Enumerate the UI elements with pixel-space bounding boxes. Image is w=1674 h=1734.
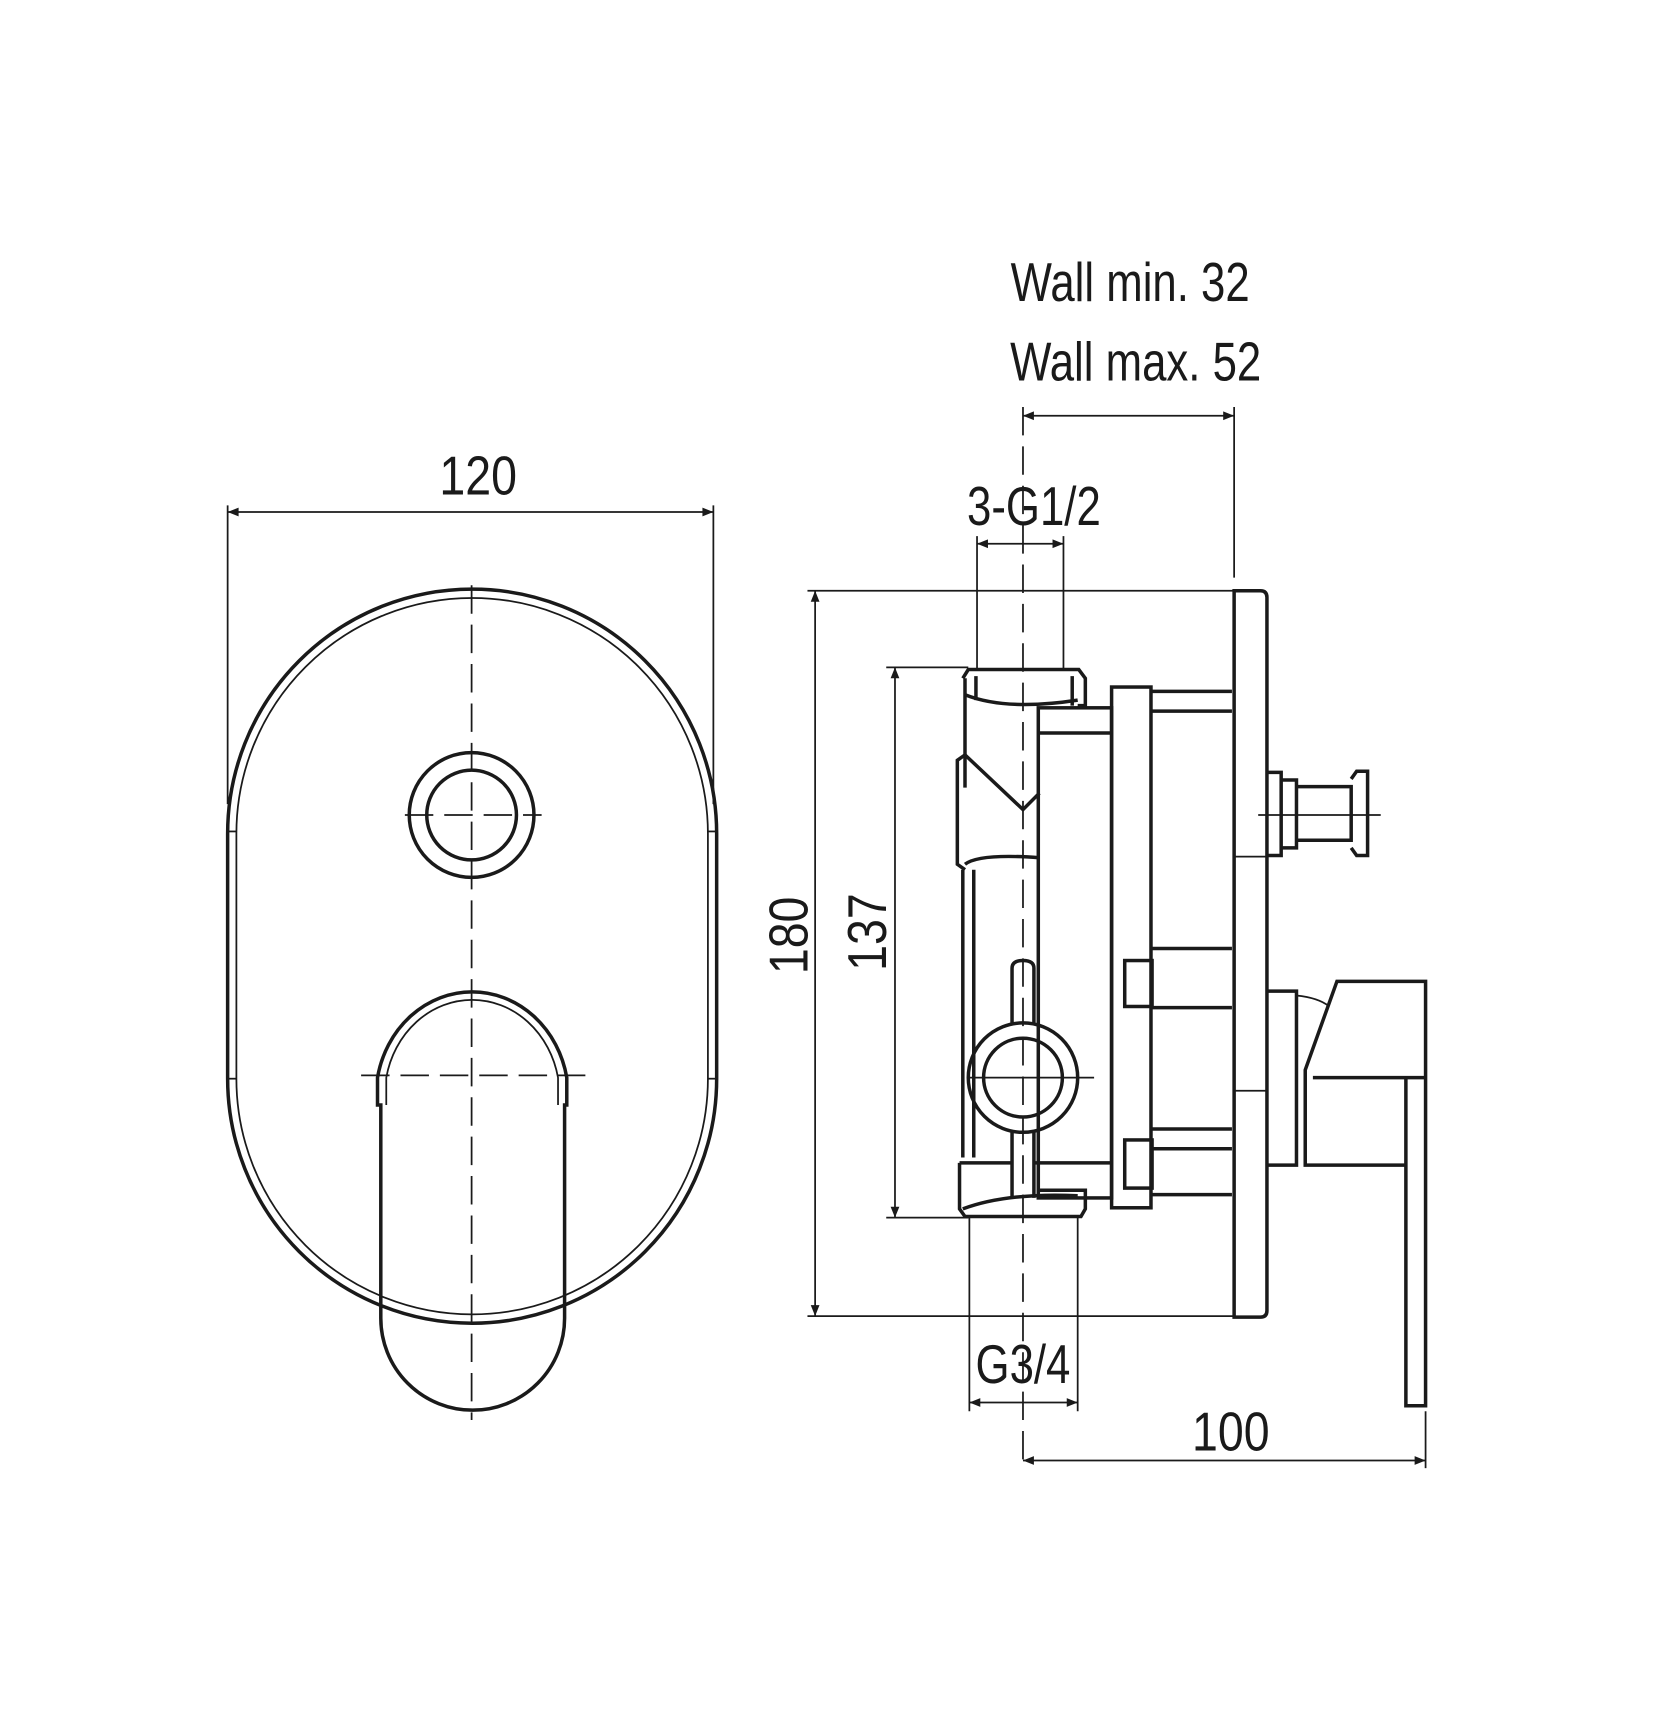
lever-handle — [375, 990, 569, 1412]
wall-max-label: Wall max. 52 — [1010, 332, 1261, 393]
outlet-thread-label: G3/4 — [976, 1334, 1071, 1395]
diverter-knob — [1266, 769, 1370, 858]
body-height-label: 137 — [837, 893, 898, 971]
lever-collar — [1266, 989, 1299, 1167]
dimension-width-label: 120 — [439, 445, 517, 506]
hex-nut — [955, 753, 1041, 872]
cover-plate-side — [1232, 589, 1269, 1319]
side-view: Wall min. 32 Wall max. 52 3-G1/2 180 137… — [758, 252, 1428, 1469]
mounting-flange — [1109, 685, 1153, 1210]
lever-side — [1303, 979, 1428, 1408]
total-height-label: 180 — [758, 897, 819, 975]
depth-label: 100 — [1192, 1401, 1270, 1462]
outlet-fitting-bottom — [957, 1161, 1112, 1219]
inlet-fitting-top — [961, 667, 1088, 788]
inlet-thread-label: 3-G1/2 — [967, 477, 1101, 538]
wall-min-label: Wall min. 32 — [1011, 252, 1250, 313]
front-view: 120 — [225, 445, 719, 1421]
